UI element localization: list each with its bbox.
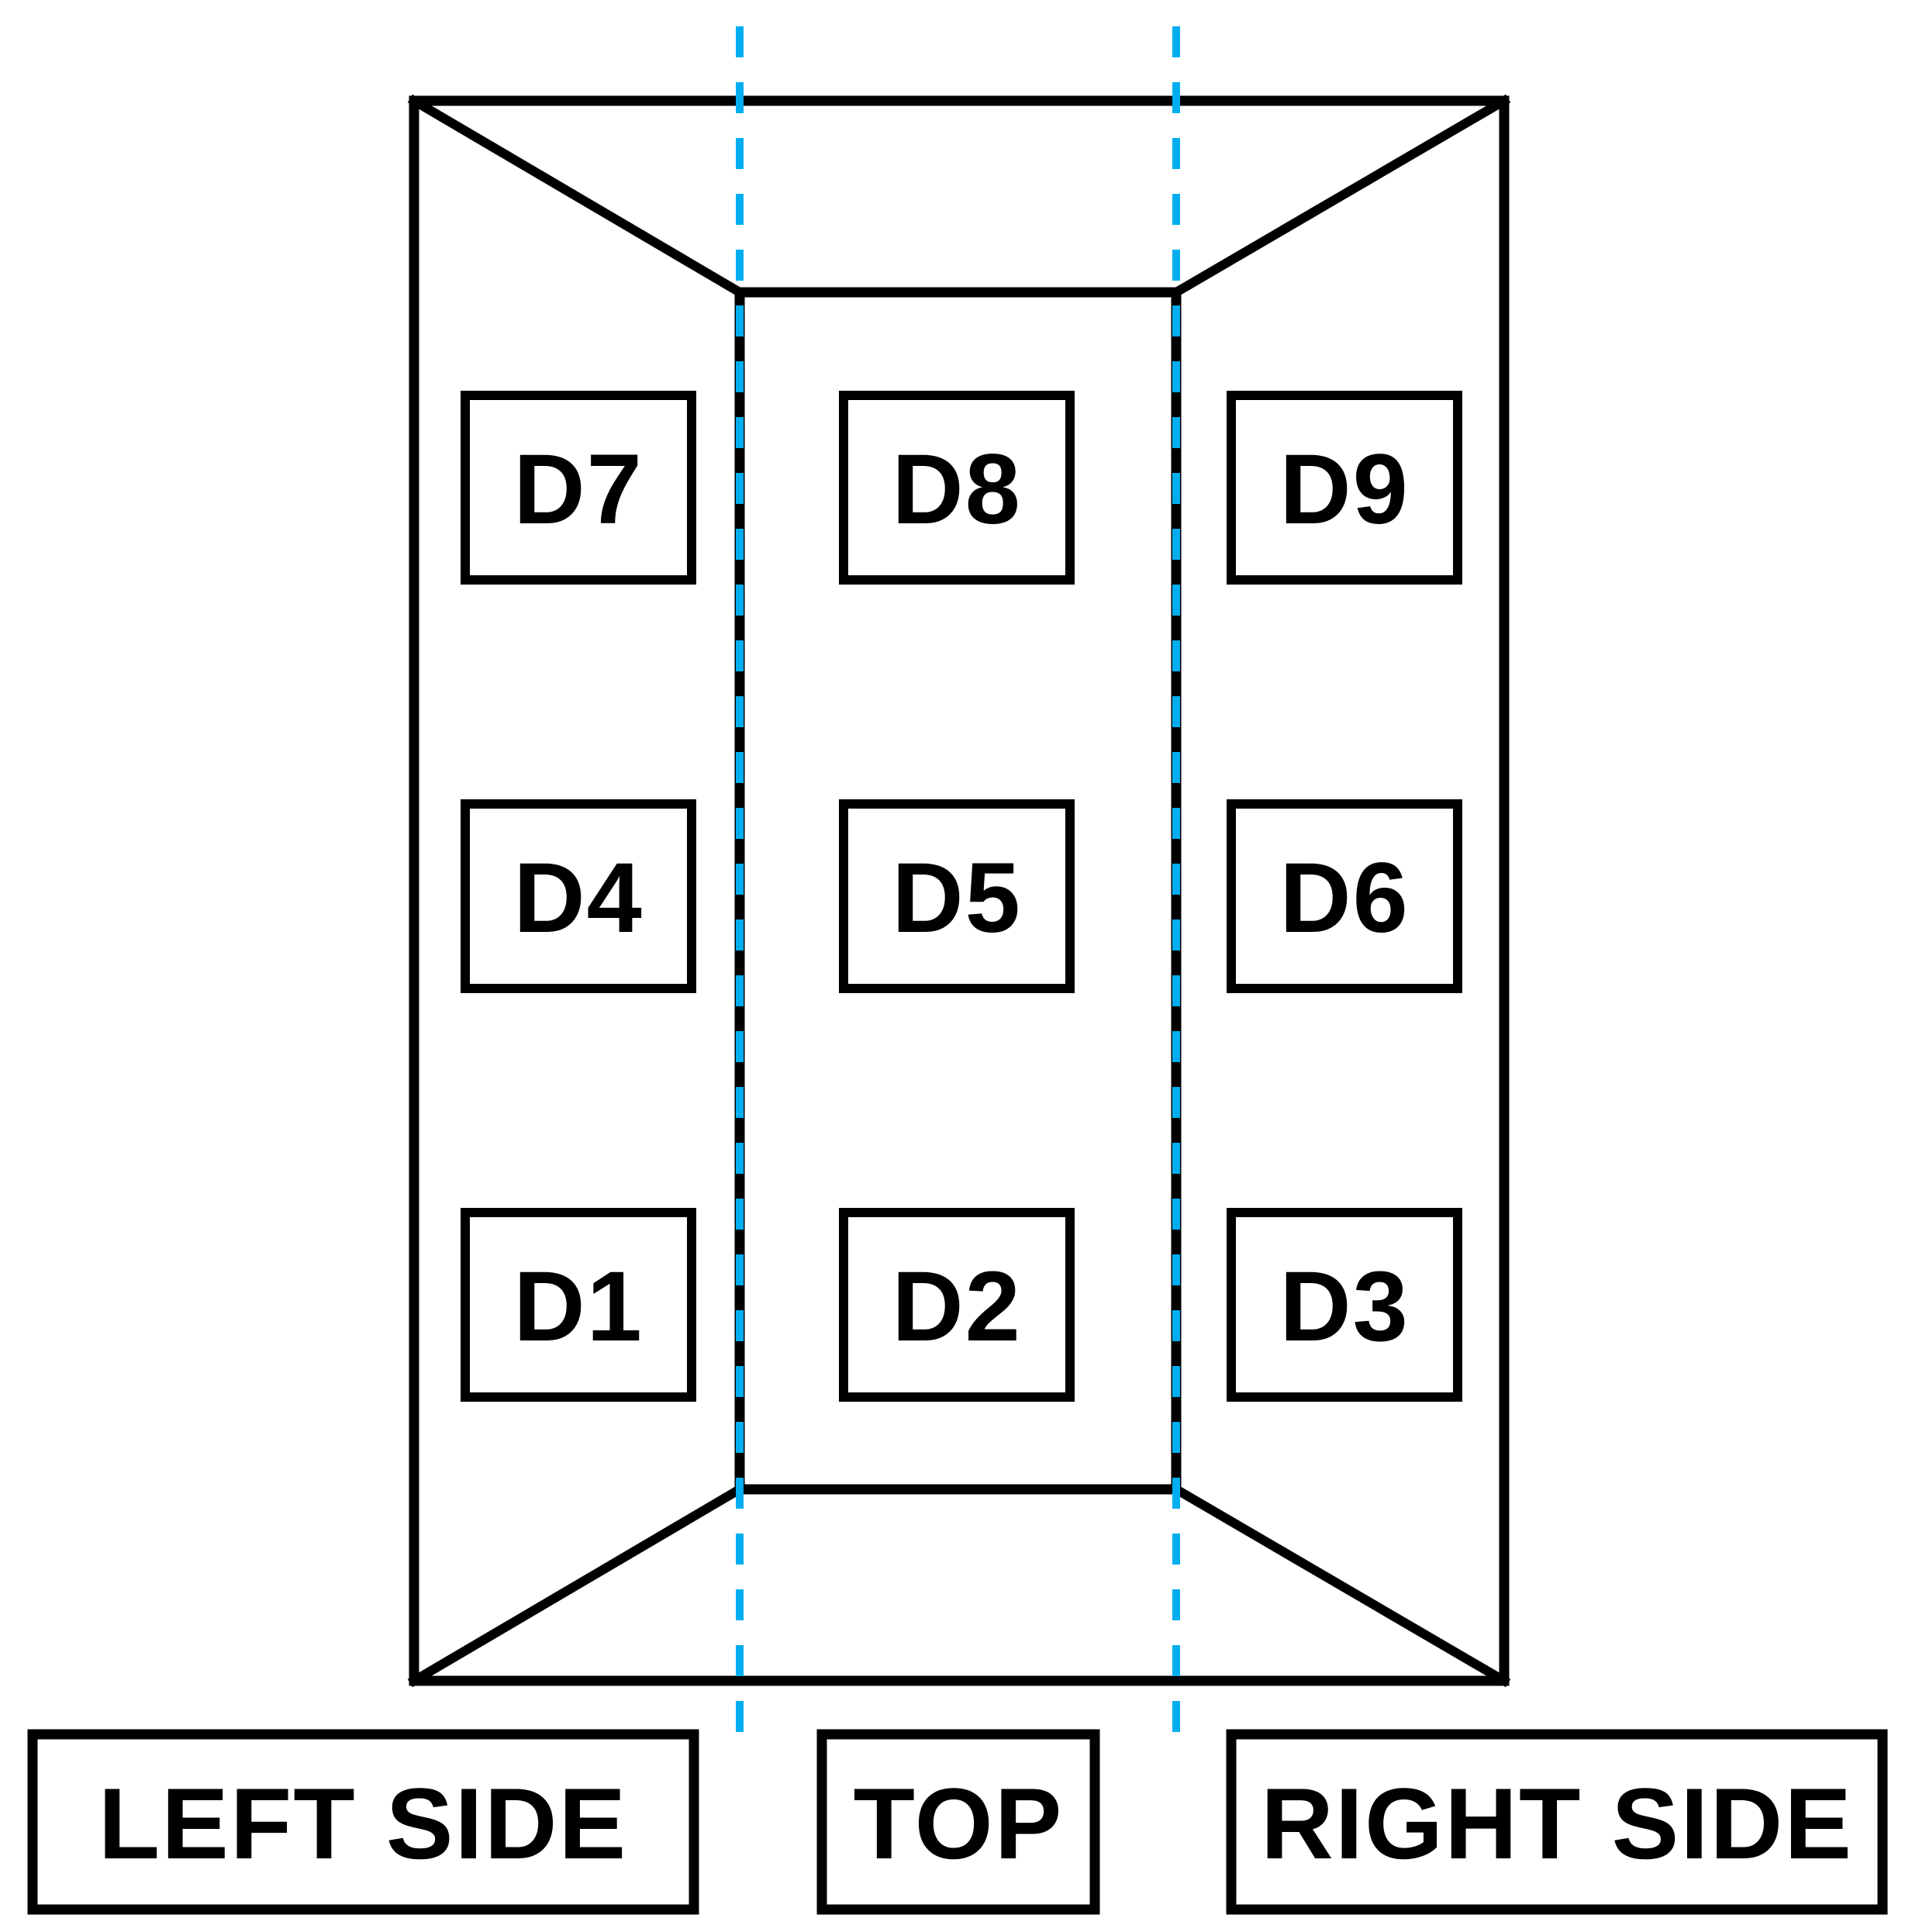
section-label-rect [1226, 1729, 1888, 1915]
detector-box-rect [461, 1208, 696, 1402]
detector-label-d5: D5 [892, 843, 1022, 954]
detector-box-d6: D6 [1227, 799, 1462, 993]
detector-box-d8: D8 [839, 391, 1075, 585]
fold-diagonal-top-left [407, 94, 747, 299]
detector-label-d1: D1 [513, 1251, 644, 1362]
detector-box-d2: D2 [839, 1208, 1075, 1402]
detector-label-d4: D4 [513, 843, 644, 954]
outer-boundary [409, 95, 1510, 1686]
detector-box-rect [839, 799, 1075, 993]
fold-diagonal-top-right [1169, 94, 1511, 299]
detector-box-rect [1227, 799, 1462, 993]
detector-box-rect [1227, 1208, 1462, 1402]
section-label-right-side: RIGHT SIDE [1226, 1729, 1888, 1915]
detector-label-d2: D2 [892, 1251, 1022, 1362]
detector-box-rect [461, 391, 696, 585]
detector-box-rect [839, 1208, 1075, 1402]
section-label-text-right: RIGHT SIDE [1261, 1767, 1853, 1880]
detector-box-rect [1227, 391, 1462, 585]
detector-box-d5: D5 [839, 799, 1075, 993]
detector-label-d7: D7 [513, 434, 644, 545]
section-label-top: TOP [816, 1729, 1100, 1915]
section-label-rect [27, 1729, 699, 1915]
detector-label-d6: D6 [1279, 843, 1410, 954]
section-label-left-side: LEFT SIDE [27, 1729, 699, 1915]
detector-box-d4: D4 [461, 799, 696, 993]
detector-box-rect [461, 799, 696, 993]
fold-diagonal-bottom-right [1169, 1482, 1511, 1688]
detector-box-d7: D7 [461, 391, 696, 585]
detector-label-d9: D9 [1279, 434, 1410, 545]
fold-diagonal-bottom-left [407, 1482, 747, 1688]
section-label-text-left: LEFT SIDE [98, 1767, 627, 1880]
detector-box-d3: D3 [1227, 1208, 1462, 1402]
detector-box-rect [839, 391, 1075, 585]
detector-label-d8: D8 [892, 434, 1022, 545]
detector-box-d1: D1 [461, 1208, 696, 1402]
section-label-rect [816, 1729, 1100, 1915]
detector-label-d3: D3 [1279, 1251, 1410, 1362]
section-label-text-top: TOP [854, 1767, 1064, 1880]
detector-box-d9: D9 [1227, 391, 1462, 585]
